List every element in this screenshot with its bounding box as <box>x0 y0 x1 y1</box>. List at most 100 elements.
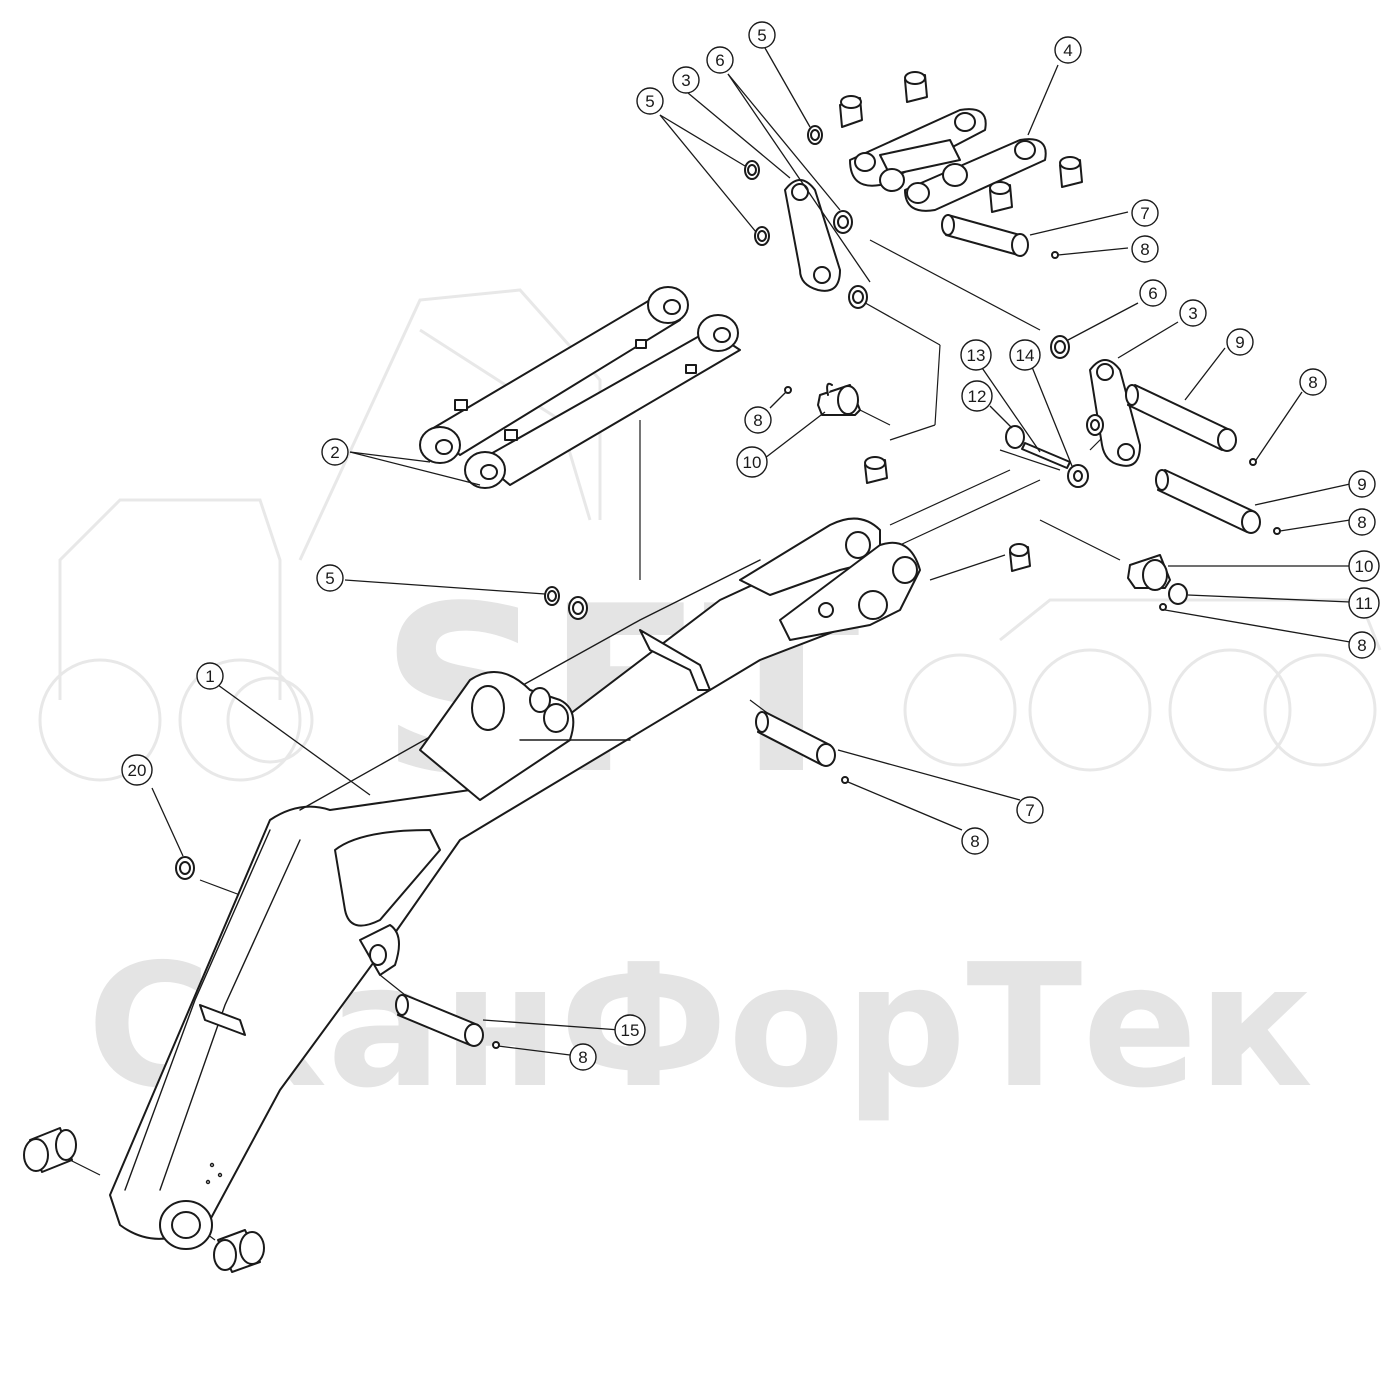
callout-1: 1 <box>196 662 224 690</box>
seal-ring <box>1050 335 1070 359</box>
callout-3-right: 3 <box>1179 299 1207 327</box>
link-arm-left <box>784 179 841 292</box>
grease-nipples <box>492 251 1281 1049</box>
callout-8-g: 8 <box>569 1043 597 1071</box>
washer-12 <box>1005 425 1025 449</box>
callout-10-lower: 10 <box>1348 550 1380 582</box>
svg-text:5: 5 <box>645 92 654 111</box>
callout-3-left: 3 <box>672 66 700 94</box>
svg-text:7: 7 <box>1025 801 1034 820</box>
callout-8-b: 8 <box>1299 368 1327 396</box>
svg-text:10: 10 <box>1355 557 1374 576</box>
callout-8-a: 8 <box>1131 235 1159 263</box>
callout-4: 4 <box>1054 36 1082 64</box>
callout-20: 20 <box>121 754 153 786</box>
svg-text:4: 4 <box>1063 41 1072 60</box>
svg-text:15: 15 <box>621 1021 640 1040</box>
bushing <box>1009 543 1031 572</box>
svg-text:8: 8 <box>970 832 979 851</box>
bushing <box>989 181 1013 213</box>
seal-ring <box>848 285 868 309</box>
callout-8-d: 8 <box>1348 631 1376 659</box>
callout-7-lower: 7 <box>1016 796 1044 824</box>
callout-9-lower: 9 <box>1348 470 1376 498</box>
svg-text:6: 6 <box>715 51 724 70</box>
linkage-h-frame <box>849 108 1047 212</box>
watermark-machine-outline <box>38 288 1382 782</box>
hydraulic-cylinder-upper <box>419 286 689 464</box>
flanged-bushing-upper <box>817 382 861 416</box>
svg-text:12: 12 <box>968 387 987 406</box>
callout-7-upper: 7 <box>1131 199 1159 227</box>
boom-assembly <box>109 517 921 1250</box>
linkage-bushings <box>839 71 1083 572</box>
svg-text:10: 10 <box>743 453 762 472</box>
svg-text:9: 9 <box>1357 475 1366 494</box>
svg-text:14: 14 <box>1016 346 1035 365</box>
callout-6-right: 6 <box>1139 279 1167 307</box>
svg-text:2: 2 <box>330 443 339 462</box>
svg-text:1: 1 <box>205 667 214 686</box>
seal-ring <box>807 125 823 145</box>
washer-11 <box>1168 583 1188 605</box>
callout-8-c: 8 <box>1348 508 1376 536</box>
bolt-13 <box>1021 442 1071 469</box>
bushing <box>864 456 888 484</box>
bushing <box>904 71 928 103</box>
callout-10-upper: 10 <box>736 446 768 478</box>
callout-6-left: 6 <box>706 46 734 74</box>
hydraulic-cylinder-lower <box>464 314 741 489</box>
svg-text:13: 13 <box>967 346 986 365</box>
svg-text:8: 8 <box>753 411 762 430</box>
svg-text:8: 8 <box>1140 240 1149 259</box>
seal-ring <box>544 586 560 606</box>
washers <box>175 125 1188 880</box>
seal-ring <box>568 596 588 620</box>
callout-15: 15 <box>614 1014 646 1046</box>
callout-13: 13 <box>960 339 992 371</box>
svg-text:20: 20 <box>128 761 147 780</box>
svg-text:8: 8 <box>1357 636 1366 655</box>
leader-lines <box>151 47 1351 1056</box>
svg-text:8: 8 <box>578 1048 587 1067</box>
rear-bushing-right <box>213 1229 265 1273</box>
callout-8-f: 8 <box>961 827 989 855</box>
callout-2: 2 <box>321 438 349 466</box>
callout-9-upper: 9 <box>1226 328 1254 356</box>
callout-11: 11 <box>1348 587 1380 619</box>
callouts: 1 2 3 3 4 5 5 5 6 6 7 7 8 8 8 8 8 8 8 8 … <box>121 21 1380 1071</box>
seal-ring <box>1086 414 1104 436</box>
svg-text:11: 11 <box>1355 594 1373 613</box>
assembly-lines <box>69 239 1121 1241</box>
bushing <box>839 95 863 128</box>
pin-9-lower <box>1155 469 1261 534</box>
callout-5-pair: 5 <box>636 87 664 115</box>
svg-text:9: 9 <box>1235 333 1244 352</box>
callout-5-lower: 5 <box>316 564 344 592</box>
svg-text:3: 3 <box>1188 304 1197 323</box>
bushing <box>1059 156 1083 188</box>
link-arm-right <box>1089 359 1141 467</box>
svg-text:8: 8 <box>1308 373 1317 392</box>
flanged-bushing-lower <box>1127 554 1171 591</box>
seal-ring <box>744 160 760 180</box>
callout-14: 14 <box>1009 339 1041 371</box>
pin-15 <box>395 994 484 1047</box>
callout-12: 12 <box>961 380 993 412</box>
svg-text:5: 5 <box>757 26 766 45</box>
svg-text:3: 3 <box>681 71 690 90</box>
seal-ring <box>754 226 770 246</box>
pin-7-upper <box>941 214 1029 257</box>
seal-ring <box>175 856 195 880</box>
svg-text:8: 8 <box>1357 513 1366 532</box>
callout-8-e: 8 <box>744 406 772 434</box>
rear-bushing-left <box>23 1127 77 1173</box>
svg-text:5: 5 <box>325 569 334 588</box>
seal-ring <box>833 210 853 234</box>
svg-text:7: 7 <box>1140 204 1149 223</box>
washer-14 <box>1067 464 1089 488</box>
pin-7-lower <box>755 711 836 767</box>
svg-text:6: 6 <box>1148 284 1157 303</box>
callout-5-top: 5 <box>748 21 776 49</box>
